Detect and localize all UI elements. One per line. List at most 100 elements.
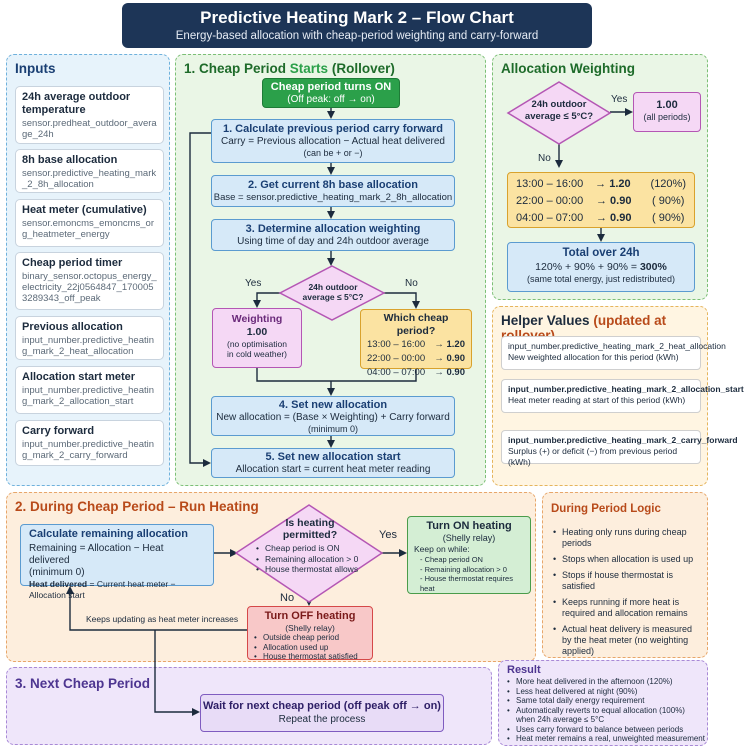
which-row-time: 13:00 – 16:00 <box>367 339 426 350</box>
cheap-period-title: 1. Cheap Period Starts (Rollover) <box>184 61 395 76</box>
input-entity: binary_sensor.octopus_energy_electricity… <box>22 271 157 304</box>
page-title: Predictive Heating Mark 2 – Flow Chart <box>200 8 514 27</box>
calc-line2: (minimum 0) <box>29 567 85 578</box>
result-item: Less heat delivered at night (90%) <box>507 687 705 697</box>
cheap-decision-yes: Yes <box>245 278 262 289</box>
weighting-sub2: in cold weather) <box>226 349 287 359</box>
input-card-heat-meter: Heat meter (cumulative) sensor.emoncms_e… <box>15 199 164 247</box>
alloc-row-time: 13:00 – 16:00 <box>516 178 584 190</box>
input-card-allocation-start: Allocation start meter input_number.pred… <box>15 366 164 414</box>
input-entity: sensor.predheat_outdoor_average_24h <box>22 118 157 140</box>
heating-decision-yes: Yes <box>379 529 397 541</box>
input-card-base-allocation: 8h base allocation sensor.predictive_hea… <box>15 149 164 193</box>
turn-on-sub: (Shelly relay) <box>442 533 496 543</box>
step-5-box: 5. Set new allocation start Allocation s… <box>211 448 455 478</box>
input-entity: input_number.predictive_heating_mark_2_h… <box>22 335 155 357</box>
decision-line2: average ≤ 5°C? <box>302 292 364 302</box>
cheap-period-start-node: Cheap period turns ON (Off peak: off → o… <box>262 78 400 108</box>
helper-card-carry: input_number.predictive_heating_mark_2_c… <box>501 430 738 467</box>
input-entity: input_number.predictive_heating_mark_2_c… <box>22 439 155 461</box>
step-3-line1: Using time of day and 24h outdoor averag… <box>237 236 429 247</box>
result-item: More heat delivered in the afternoon (12… <box>507 677 705 687</box>
helper-entity: input_number.predictive_heating_mark_2_c… <box>508 435 738 445</box>
which-row-value: → 0.90 <box>434 367 465 378</box>
loop-label: Keeps updating as heat meter increases <box>86 614 239 624</box>
calc-line3-text: = Current heat meter − Allocation start <box>29 579 176 600</box>
during-title-suffix: – Run Heating <box>168 499 259 514</box>
logic-item: Stops if house thermostat is satisfied <box>553 570 703 592</box>
alloc-row-value: → 0.90 <box>596 212 632 224</box>
turn-off-list: Outside cheap period Allocation used up … <box>254 633 366 662</box>
calc-title: Calculate remaining allocation <box>29 528 188 540</box>
start-title: Cheap period turns ON <box>270 81 392 93</box>
input-card-carry-forward: Carry forward input_number.predictive_he… <box>15 420 164 466</box>
alloc-total-sub: (same total energy, just redistributed) <box>527 274 675 284</box>
input-label: Allocation start meter <box>22 371 136 383</box>
result-item: Heat meter remains a real, unweighted me… <box>507 734 705 744</box>
input-entity: sensor.emoncms_emoncms_org_heatmeter_ene… <box>22 218 154 240</box>
input-entity: input_number.predictive_heating_mark_2_a… <box>22 385 155 407</box>
turn-off-condition: Allocation used up <box>254 643 366 653</box>
header-banner: Predictive Heating Mark 2 – Flow Chart E… <box>122 3 592 48</box>
alloc-row-time: 04:00 – 07:00 <box>516 212 584 224</box>
alloc-total-formula-val: 300% <box>639 261 667 273</box>
weighting-title: Weighting <box>231 313 283 325</box>
logic-item: Keeps running if more heat is required a… <box>553 597 703 619</box>
which-row: 22:00 – 00:00 → 0.90 <box>367 352 465 366</box>
logic-item: Stops when allocation is used up <box>553 554 703 565</box>
alloc-all-value: 1.00 <box>656 99 678 111</box>
result-panel: Result More heat delivered in the aftern… <box>498 660 708 746</box>
step-1-line1: Carry = Previous allocation − Actual hea… <box>220 136 445 147</box>
alloc-row-pct: ( 90%) <box>652 195 685 207</box>
heating-decision-conditions: Cheap period is ON Remaining allocation … <box>256 543 374 575</box>
step-2-line1: Base = sensor.predictive_heating_mark_2_… <box>213 192 453 203</box>
alloc-row: 04:00 – 07:00 → 0.90 ( 90%) <box>516 210 686 227</box>
during-title-prefix: 2. During Cheap Period <box>15 499 165 514</box>
calc-remaining-box: Calculate remaining allocation Remaining… <box>20 524 214 600</box>
helper-card-start: input_number.predictive_heating_mark_2_a… <box>501 379 744 413</box>
turn-off-sub: (Shelly relay) <box>285 623 335 633</box>
helper-desc: Surplus (+) or deficit (−) from previous… <box>508 446 678 467</box>
which-row-value: → 1.20 <box>434 339 465 350</box>
turn-on-condition: - Cheap period ON <box>420 555 483 564</box>
helper-entity: input_number.predictive_heating_mark_2_a… <box>508 384 744 394</box>
logic-item: Actual heat delivery is measured by the … <box>553 624 703 657</box>
wait-sub: Repeat the process <box>278 714 366 725</box>
result-item: Uses carry forward to balance between pe… <box>507 725 705 735</box>
input-label: 24h average outdoor temperature <box>22 91 131 116</box>
heating-decision-line2: permitted? <box>282 529 338 541</box>
alloc-decision-text: 24h outdoor average ≤ 5°C? <box>513 99 605 123</box>
alloc-row: 13:00 – 16:00 → 1.20 (120%) <box>516 176 686 193</box>
step-5-title: 5. Set new allocation start <box>265 451 401 463</box>
start-sub: (Off peak: off → on) <box>287 94 375 105</box>
decision-line1: 24h outdoor <box>308 282 358 292</box>
calc-line1: Remaining = Allocation − Heat delivered <box>29 543 164 566</box>
heating-condition: House thermostat allows <box>256 564 374 575</box>
heating-decision-line1: Is heating <box>285 517 335 529</box>
result-item: Automatically reverts to equal allocatio… <box>507 706 705 725</box>
turn-on-condition: - Remaining allocation > 0 <box>420 564 507 574</box>
cheap-title-starts: Starts <box>289 61 329 76</box>
alloc-all-periods-box: 1.00 (all periods) <box>633 92 701 132</box>
alloc-rows-box: 13:00 – 16:00 → 1.20 (120%) 22:00 – 00:0… <box>507 172 695 228</box>
turn-off-condition: House thermostat satisfied <box>254 652 366 662</box>
step-1-line2: (can be + or −) <box>303 148 363 158</box>
result-list: More heat delivered in the afternoon (12… <box>507 677 705 744</box>
which-period-box: Which cheap period? 13:00 – 16:00 → 1.20… <box>360 309 472 378</box>
allocation-weighting-title: Allocation Weighting <box>501 61 635 76</box>
result-item: Same total daily energy requirement <box>507 696 705 706</box>
step-3-box: 3. Determine allocation weighting Using … <box>211 219 455 251</box>
step-4-line2: (minimum 0) <box>307 424 358 434</box>
heating-decision-title: Is heating permitted? <box>260 517 360 541</box>
input-card-previous-allocation: Previous allocation input_number.predict… <box>15 316 164 360</box>
input-label: Cheap period timer <box>22 257 123 269</box>
step-1-box: 1. Calculate previous period carry forwa… <box>211 119 455 163</box>
helper-desc: Heat meter reading at start of this peri… <box>508 395 686 405</box>
turn-off-box: Turn OFF heating (Shelly relay) Outside … <box>247 606 373 662</box>
alloc-row: 22:00 – 00:00 → 0.90 ( 90%) <box>516 193 686 210</box>
heating-decision-no: No <box>280 592 295 604</box>
input-label: 8h base allocation <box>22 154 118 166</box>
alloc-total-box: Total over 24h 120% + 90% + 90% = 300% (… <box>507 242 695 292</box>
input-entity: sensor.predictive_heating_mark_2_8h_allo… <box>22 168 157 190</box>
alloc-total-title: Total over 24h <box>562 247 640 259</box>
